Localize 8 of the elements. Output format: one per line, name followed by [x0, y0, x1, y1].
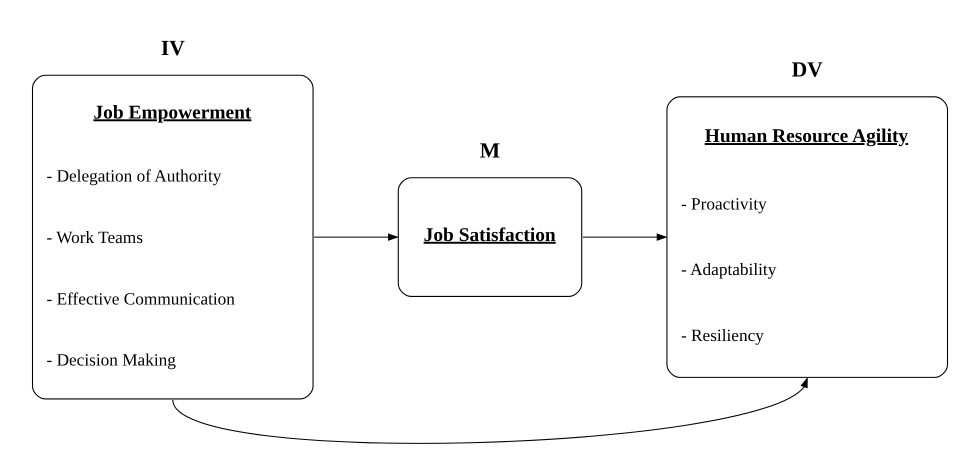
- node-label: IV: [160, 36, 185, 60]
- node-box: Job Empowerment - Delegation of Authority - Work Teams - Effective Communication - Decision Making: [32, 74, 314, 400]
- node-label: M: [480, 138, 500, 162]
- node-label: DV: [792, 57, 823, 82]
- arrow: [314, 233, 399, 241]
- node-box: Human Resource Agility - Proactivity - Adaptability - Resiliency: [666, 96, 948, 378]
- arrow: [582, 233, 668, 241]
- node-box: Job Satisfaction: [398, 177, 582, 297]
